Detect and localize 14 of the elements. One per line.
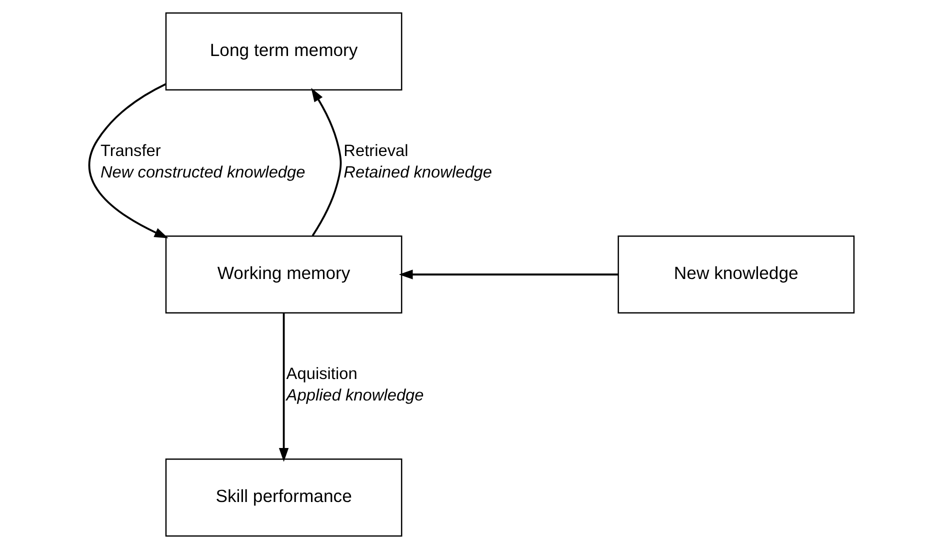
node-box: Working memory (164, 235, 402, 314)
arrow (88, 83, 168, 238)
edge-label: Applied knowledge (286, 386, 424, 404)
edge-label: Retrieval (343, 142, 408, 160)
arrow (278, 313, 288, 462)
arrow (398, 270, 618, 280)
edge-label: New constructed knowledge (100, 163, 305, 182)
edge-label: Retained knowledge (343, 163, 492, 182)
node-box: New knowledge (617, 235, 854, 314)
edge-label: Aquisition (286, 364, 357, 383)
arrow (310, 88, 342, 236)
edge-label: Transfer (100, 142, 160, 160)
node-box: Long term memory (164, 12, 402, 91)
node-box: Skill performance (164, 458, 402, 537)
